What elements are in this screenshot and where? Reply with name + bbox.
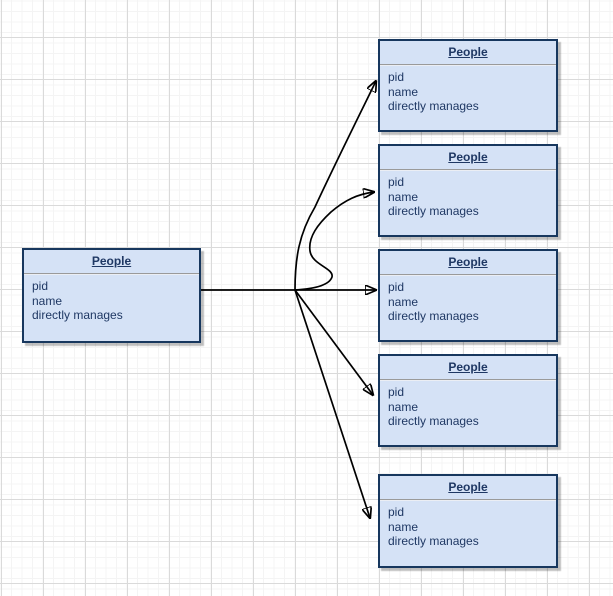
entity-field-directly-manages: directly manages (388, 309, 479, 323)
entity-title: People (380, 356, 556, 380)
entity-field-name: name (388, 519, 419, 534)
entity-people-target-5[interactable]: People pid name directly manages (378, 474, 558, 568)
entity-people-target-1[interactable]: People pid name directly manages (378, 39, 558, 132)
entity-field-directly-manages: directly manages (388, 204, 479, 218)
entity-body: pid name directly manages (380, 380, 556, 429)
entity-field-pid: pid (388, 280, 405, 294)
entity-field-name: name (388, 399, 419, 414)
entity-field-directly-manages: directly manages (388, 99, 479, 113)
edge-source-to-target-1[interactable] (294, 81, 376, 291)
edge-source-to-target-2[interactable] (294, 192, 374, 291)
entity-body: pid name directly manages (380, 65, 556, 114)
entity-field-directly-manages: directly manages (388, 534, 479, 548)
entity-body: pid name directly manages (24, 274, 199, 323)
edge-source-to-target-5[interactable] (294, 289, 370, 518)
entity-field-pid: pid (32, 279, 49, 293)
entity-people-target-4[interactable]: People pid name directly manages (378, 354, 558, 447)
entity-field-name: name (32, 293, 63, 308)
entity-title: People (380, 41, 556, 65)
entity-title: People (24, 250, 199, 274)
entity-field-name: name (388, 189, 419, 204)
entity-title: People (380, 146, 556, 170)
entity-people-target-2[interactable]: People pid name directly manages (378, 144, 558, 237)
entity-title: People (380, 476, 556, 500)
entity-field-directly-manages: directly manages (388, 414, 479, 428)
entity-field-pid: pid (388, 505, 405, 519)
entity-field-directly-manages: directly manages (32, 308, 123, 322)
entity-field-pid: pid (388, 175, 405, 189)
entity-body: pid name directly manages (380, 170, 556, 219)
entity-people-target-3[interactable]: People pid name directly manages (378, 249, 558, 342)
entity-field-pid: pid (388, 70, 405, 84)
entity-field-pid: pid (388, 385, 405, 399)
entity-body: pid name directly manages (380, 500, 556, 549)
entity-title: People (380, 251, 556, 275)
entity-people-source[interactable]: People pid name directly manages (22, 248, 201, 343)
entity-field-name: name (388, 84, 419, 99)
edge-source-to-target-4[interactable] (294, 289, 373, 395)
entity-body: pid name directly manages (380, 275, 556, 324)
entity-field-name: name (388, 294, 419, 309)
